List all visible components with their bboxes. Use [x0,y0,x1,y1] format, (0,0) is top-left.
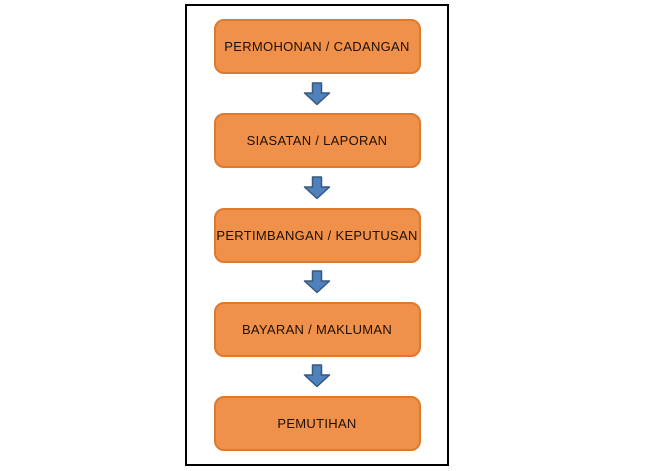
flow-step-bayaran-makluman: BAYARAN / MAKLUMAN [213,301,421,357]
flow-step-pertimbangan-keputusan: PERTIMBANGAN / KEPUTUSAN [213,207,421,263]
down-arrow-icon [303,176,331,200]
flow-step-permohonan-cadangan: PERMOHONAN / CADANGAN [213,19,421,74]
flowchart-frame: PERMOHONAN / CADANGAN SIASATAN / LAPORAN… [185,4,449,466]
step-label-siasatan-laporan: SIASATAN / LAPORAN [246,133,388,149]
down-arrow-icon [303,364,331,388]
step-label-bayaran-makluman: BAYARAN / MAKLUMAN [241,321,393,337]
down-arrow-icon [303,81,331,106]
down-arrow-icon [303,270,331,294]
step-label-pemutihan: PEMUTIHAN [277,416,357,431]
flow-step-siasatan-laporan: SIASATAN / LAPORAN [213,113,421,169]
flow-step-pemutihan: PEMUTIHAN [213,396,421,451]
step-label-pertimbangan-keputusan: PERTIMBANGAN / KEPUTUSAN [216,227,418,243]
step-label-permohonan-cadangan: PERMOHONAN / CADANGAN [224,39,410,54]
